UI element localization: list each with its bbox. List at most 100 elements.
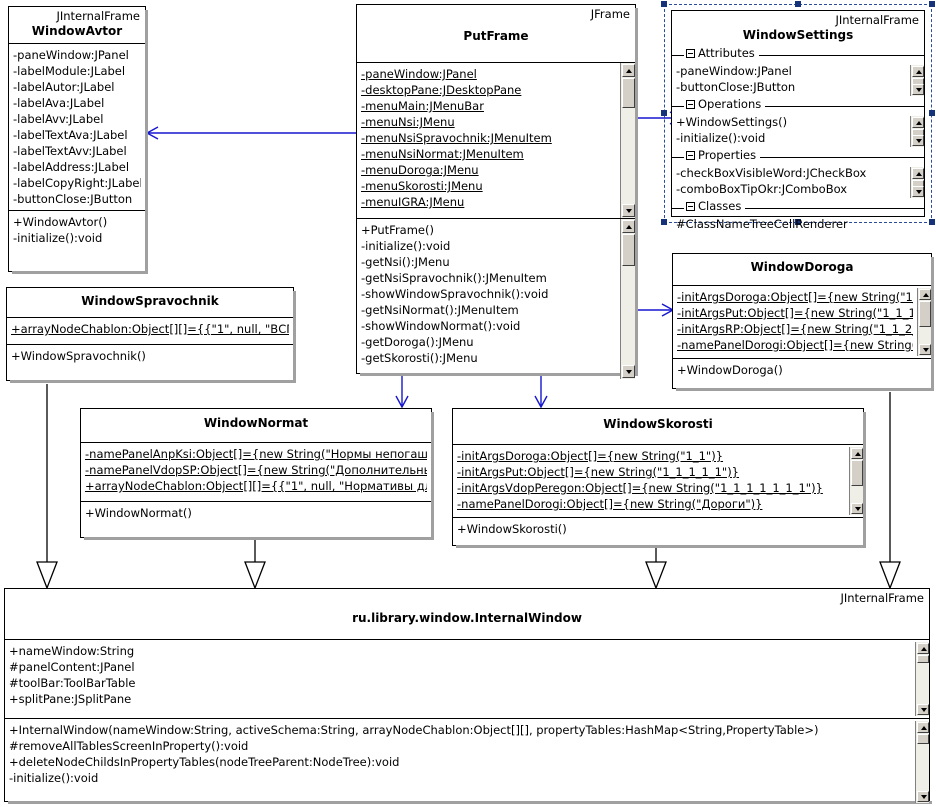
collapse-icon[interactable] (686, 48, 695, 58)
scroll-up-icon[interactable] (912, 167, 924, 179)
attributes-scrollbar[interactable] (910, 64, 924, 96)
scroll-down-icon[interactable] (917, 704, 929, 715)
selection-handle-s[interactable] (795, 219, 801, 225)
scroll-down-icon[interactable] (912, 134, 924, 146)
group-line (672, 207, 924, 209)
attribute-row: -buttonClose:JButton (13, 191, 133, 206)
scroll-up-icon[interactable] (622, 64, 635, 77)
attribute-row: -menuNsiSpravochnik:JMenuItem (361, 131, 552, 145)
scrollbar-thumb[interactable] (622, 78, 635, 108)
class-window-spravochnik[interactable]: WindowSpravochnik +arrayNodeChablon:Obje… (6, 287, 296, 383)
selection-handle-ne[interactable] (929, 1, 935, 7)
group-header-attributes[interactable]: Attributes (672, 45, 924, 63)
class-name: WindowAvtor (31, 24, 123, 39)
operations-scrollbar[interactable] (620, 219, 635, 379)
collapse-icon[interactable] (686, 201, 695, 211)
selection-handle-e[interactable] (929, 110, 935, 116)
scroll-down-icon[interactable] (912, 83, 924, 95)
attributes-compartment[interactable]: -namePanelAnpKsi:Object[]={new String("Н… (81, 443, 431, 501)
class-window-settings[interactable]: JInternalFrame WindowSettings Attributes… (671, 10, 925, 231)
operations-compartment[interactable]: +WindowNormat() (81, 502, 431, 542)
attributes-compartment[interactable]: +arrayNodeChablon:Object[][]={{"1", null… (7, 318, 293, 344)
attributes-compartment[interactable]: +nameWindow:String #panelContent:JPanel … (5, 640, 929, 718)
operations-compartment[interactable]: +WindowSettings() -initialize():void (672, 114, 924, 149)
group-line (672, 105, 924, 107)
scroll-up-icon[interactable] (912, 65, 924, 77)
group-label[interactable]: Properties (684, 147, 761, 164)
operations-compartment[interactable]: +PutFrame() -initialize():void -getNsi()… (357, 219, 635, 379)
box-shadow-right (431, 412, 434, 540)
scroll-down-icon[interactable] (919, 344, 931, 355)
class-window-normat[interactable]: WindowNormat -namePanelAnpKsi:Object[]={… (80, 408, 434, 540)
scrollbar-thumb[interactable] (917, 734, 929, 744)
attributes-scrollbar[interactable] (849, 447, 863, 515)
class-window-doroga[interactable]: WindowDoroga -initArgsDoroga:Object[]={n… (672, 253, 934, 391)
group-label[interactable]: Attributes (684, 45, 759, 62)
group-label[interactable]: Operations (684, 96, 766, 113)
group-header-properties[interactable]: Properties (672, 147, 924, 165)
group-header-classes[interactable]: Classes (672, 198, 924, 216)
operations-compartment[interactable]: +WindowAvtor() -initialize():void (9, 211, 145, 251)
operations-compartment[interactable]: +WindowSpravochnik() (7, 345, 293, 373)
scroll-down-icon[interactable] (622, 204, 635, 217)
group-line (672, 156, 924, 158)
class-window-avtor[interactable]: JInternalFrame WindowAvtor -paneWindow:J… (8, 6, 148, 274)
attributes-compartment[interactable]: -paneWindow:JPanel -desktopPane:JDesktop… (357, 63, 635, 218)
operations-scrollbar[interactable] (915, 721, 929, 803)
attributes-compartment[interactable]: -initArgsDoroga:Object[]={new String("1_… (453, 445, 863, 517)
scroll-up-icon[interactable] (622, 220, 635, 233)
box-shadow (12, 271, 148, 274)
scroll-up-icon[interactable] (917, 722, 929, 733)
properties-compartment[interactable]: -checkBoxVisibleWord:JCheckBox -comboBox… (672, 165, 924, 200)
box-shadow (84, 537, 434, 540)
group-label[interactable]: Classes (684, 198, 746, 215)
properties-scrollbar[interactable] (910, 166, 924, 198)
scrollbar-thumb[interactable] (622, 234, 635, 266)
selection-handle-sw[interactable] (661, 219, 667, 225)
scrollbar-thumb[interactable] (917, 655, 929, 663)
scroll-up-icon[interactable] (917, 643, 929, 654)
attributes-scrollbar[interactable] (915, 642, 929, 716)
divider (81, 442, 431, 443)
attributes-scrollbar[interactable] (917, 288, 931, 356)
selection-handle-n[interactable] (795, 1, 801, 7)
operation-row: -getNsi():JMenu (361, 255, 450, 269)
scroll-down-icon[interactable] (622, 365, 635, 378)
class-internal-window[interactable]: JInternalFrame ru.library.window.Interna… (4, 588, 932, 805)
operation-list: +WindowDoroga() (673, 359, 931, 381)
scrollbar-thumb[interactable] (851, 460, 863, 486)
operations-compartment[interactable]: +InternalWindow(nameWindow:String, activ… (5, 719, 929, 805)
selection-handle-se[interactable] (929, 219, 935, 225)
scroll-up-icon[interactable] (912, 116, 924, 128)
class-put-frame[interactable]: JFrame PutFrame -paneWindow:JPanel -desk… (356, 4, 638, 379)
operations-scrollbar[interactable] (910, 115, 924, 147)
attribute-list: -paneWindow:JPanel -desktopPane:JDesktop… (357, 63, 635, 213)
collapse-icon[interactable] (686, 99, 695, 109)
scrollbar-thumb[interactable] (919, 301, 931, 327)
class-header: JInternalFrame ru.library.window.Interna… (5, 589, 929, 639)
class-window-skorosti[interactable]: WindowSkorosti -initArgsDoroga:Object[]=… (452, 408, 866, 548)
scroll-up-icon[interactable] (851, 448, 863, 459)
box-shadow (456, 545, 866, 548)
group-header-operations[interactable]: Operations (672, 96, 924, 114)
attribute-list: -paneWindow:JPanel -buttonClose:JButton (672, 63, 924, 95)
collapse-icon[interactable] (686, 150, 695, 160)
class-name: WindowSkorosti (603, 417, 713, 431)
attribute-row: -labelTextAva:JLabel (13, 127, 128, 142)
operations-compartment[interactable]: +WindowSkorosti() (453, 518, 863, 548)
scroll-down-icon[interactable] (917, 791, 929, 802)
selection-handle-w[interactable] (661, 110, 667, 116)
scroll-down-icon[interactable] (851, 503, 863, 514)
attributes-compartment[interactable]: -paneWindow:JPanel -labelModule:JLabel -… (9, 44, 145, 210)
operations-compartment[interactable]: +WindowDoroga() (673, 359, 931, 387)
operation-row: -getNsiNormat():JMenuItem (361, 303, 519, 317)
scroll-down-icon[interactable] (912, 185, 924, 197)
selection-handle-nw[interactable] (661, 1, 667, 7)
attributes-scrollbar[interactable] (620, 63, 635, 218)
attributes-compartment[interactable]: -initArgsDoroga:Object[]={new String("1_… (673, 286, 931, 358)
class-header: JInternalFrame WindowSettings (672, 11, 924, 47)
attributes-compartment[interactable]: -paneWindow:JPanel -buttonClose:JButton (672, 63, 924, 98)
classes-compartment[interactable]: #ClassNameTreeCellRenderer (672, 216, 924, 234)
scroll-up-icon[interactable] (919, 289, 931, 300)
